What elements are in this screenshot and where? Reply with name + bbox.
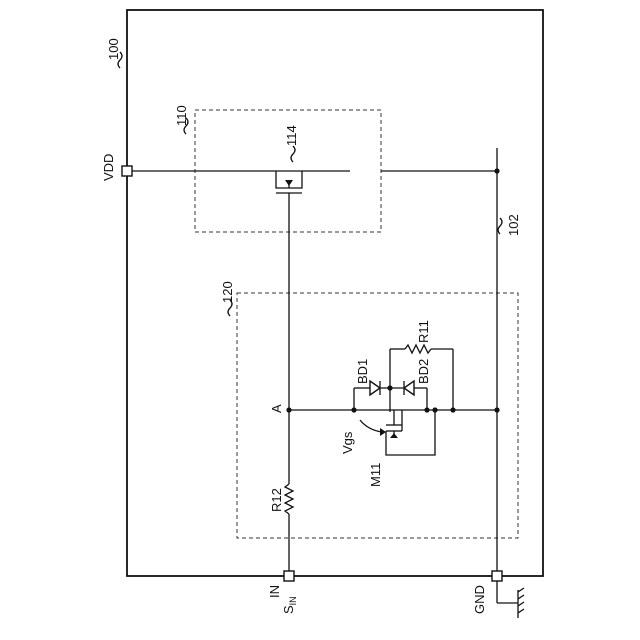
r11-label: R11 xyxy=(416,320,431,343)
line-102-junction-upper xyxy=(494,168,499,173)
gnd-hatch-3 xyxy=(518,602,524,606)
gnd-hatch-1 xyxy=(518,588,524,592)
line-102-label-leader xyxy=(498,218,502,234)
bd2-diode-body xyxy=(404,381,414,395)
m11-arrow xyxy=(390,433,398,438)
r12-resistor xyxy=(285,484,293,514)
bd2-label: BD2 xyxy=(416,359,431,384)
chip-label: 100 xyxy=(106,38,121,60)
r12-label: R12 xyxy=(269,488,284,512)
m11-label: M11 xyxy=(368,463,383,487)
gnd-hatch-4 xyxy=(518,609,524,613)
protection-circuit-label: 120 xyxy=(220,281,235,303)
node-a-junction xyxy=(286,407,291,412)
transistor-label-leader xyxy=(291,146,295,162)
vdd-pin xyxy=(122,166,132,176)
bd1-junction xyxy=(351,407,356,412)
vgs-label: Vgs xyxy=(340,431,355,454)
r11-junction xyxy=(450,407,455,412)
in-label: IN xyxy=(267,585,282,598)
gnd-hatch-2 xyxy=(518,595,524,599)
vgs-arrow-head xyxy=(380,428,386,436)
sin-main-text: S xyxy=(281,605,296,614)
diode-middle-junction xyxy=(387,385,392,390)
in-pin xyxy=(284,571,294,581)
r11-resistor xyxy=(405,345,431,353)
sin-label: SIN xyxy=(281,596,298,614)
sin-subscript-text: IN xyxy=(288,596,298,605)
bd2-junction xyxy=(424,407,429,412)
transistor-114-arrow xyxy=(285,180,293,186)
supply-circuit-label: 110 xyxy=(174,105,189,126)
vgs-arrow-line xyxy=(360,420,382,432)
gnd-pin xyxy=(492,571,502,581)
node-a-label: A xyxy=(269,404,284,413)
transistor-114-label: 114 xyxy=(284,125,299,146)
bd1-label: BD1 xyxy=(355,359,370,384)
line-102-label: 102 xyxy=(506,214,521,236)
vdd-label: VDD xyxy=(101,154,116,181)
line-102-junction-lower xyxy=(494,407,499,412)
gnd-label: GND xyxy=(472,585,487,614)
m11-drain-junction xyxy=(432,407,437,412)
bd1-diode-body xyxy=(370,381,380,395)
